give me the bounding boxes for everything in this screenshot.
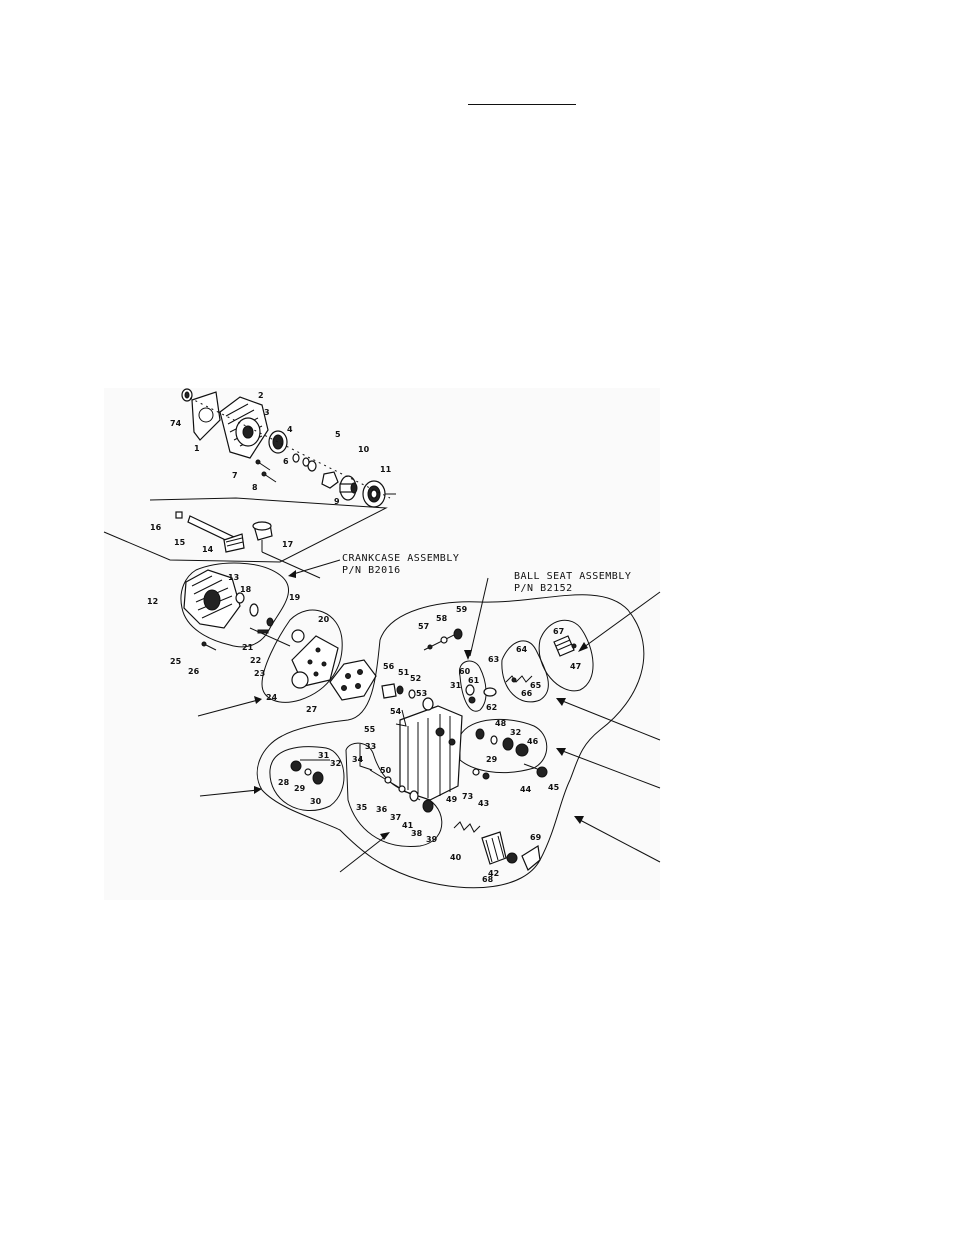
callout-38: 38: [411, 829, 423, 838]
callout-10: 10: [358, 445, 370, 454]
callout-62: 62: [486, 703, 497, 712]
callout-39: 39: [426, 835, 438, 844]
callout-59: 59: [456, 605, 468, 614]
callout-14: 14: [202, 545, 214, 554]
crankcase-assembly-pn: P/N B2016: [342, 565, 401, 576]
callout-52: 52: [410, 674, 421, 683]
callout-1: 1: [194, 444, 200, 453]
callout-49: 49: [446, 795, 458, 804]
callout-17: 17: [282, 540, 293, 549]
callout-46: 46: [527, 737, 539, 746]
callout-50: 50: [380, 766, 392, 775]
callout-5: 5: [335, 430, 341, 439]
callout-45: 45: [548, 783, 560, 792]
callout-48: 48: [495, 719, 507, 728]
callout-12: 12: [147, 597, 158, 606]
callout-13: 13: [228, 573, 239, 582]
callout-55: 55: [364, 725, 376, 734]
callout-2: 2: [258, 391, 264, 400]
callout-51: 51: [398, 668, 410, 677]
callout-21: 21: [242, 643, 254, 652]
callout-37: 37: [390, 813, 401, 822]
callout-57: 57: [418, 622, 429, 631]
callout-47: 47: [570, 662, 581, 671]
callout-29: 29: [294, 784, 306, 793]
callout-58: 58: [436, 614, 448, 623]
callout-35: 35: [356, 803, 368, 812]
callout-29: 29: [486, 755, 498, 764]
callout-73: 73: [462, 792, 473, 801]
callout-32: 32: [510, 728, 521, 737]
callout-40: 40: [450, 853, 462, 862]
callout-31: 31: [318, 751, 330, 760]
callout-11: 11: [380, 465, 392, 474]
callout-61: 61: [468, 676, 480, 685]
callout-15: 15: [174, 538, 186, 547]
callout-16: 16: [150, 523, 162, 532]
callout-23: 23: [254, 669, 265, 678]
callout-64: 64: [516, 645, 528, 654]
callout-74: 74: [170, 419, 182, 428]
callout-54: 54: [390, 707, 402, 716]
callout-9: 9: [334, 497, 340, 506]
callout-32: 32: [330, 759, 341, 768]
ball-seat-assembly-name: BALL SEAT ASSEMBLY: [514, 571, 631, 582]
callout-67: 67: [553, 627, 564, 636]
callout-18: 18: [240, 585, 252, 594]
callout-6: 6: [283, 457, 289, 466]
callout-27: 27: [306, 705, 317, 714]
callout-7: 7: [232, 471, 238, 480]
callout-68: 68: [482, 875, 494, 884]
callout-60: 60: [459, 667, 471, 676]
callout-22: 22: [250, 656, 261, 665]
callout-33: 33: [365, 742, 376, 751]
callout-26: 26: [188, 667, 200, 676]
callout-56: 56: [383, 662, 395, 671]
callout-66: 66: [521, 689, 533, 698]
callout-3: 3: [264, 408, 270, 417]
callout-69: 69: [530, 833, 542, 842]
callout-25: 25: [170, 657, 182, 666]
callout-44: 44: [520, 785, 532, 794]
crankcase-assembly-name: CRANKCASE ASSEMBLY: [342, 553, 459, 564]
callout-8: 8: [252, 483, 258, 492]
callout-4: 4: [287, 425, 293, 434]
callout-20: 20: [318, 615, 330, 624]
callout-28: 28: [278, 778, 290, 787]
callout-63: 63: [488, 655, 499, 664]
callout-43: 43: [478, 799, 489, 808]
callout-19: 19: [289, 593, 301, 602]
callout-30: 30: [310, 797, 322, 806]
callout-36: 36: [376, 805, 388, 814]
callout-34: 34: [352, 755, 364, 764]
ball-seat-assembly-pn: P/N B2152: [514, 583, 573, 594]
callout-53: 53: [416, 689, 427, 698]
callout-31: 31: [450, 681, 462, 690]
callout-24: 24: [266, 693, 278, 702]
